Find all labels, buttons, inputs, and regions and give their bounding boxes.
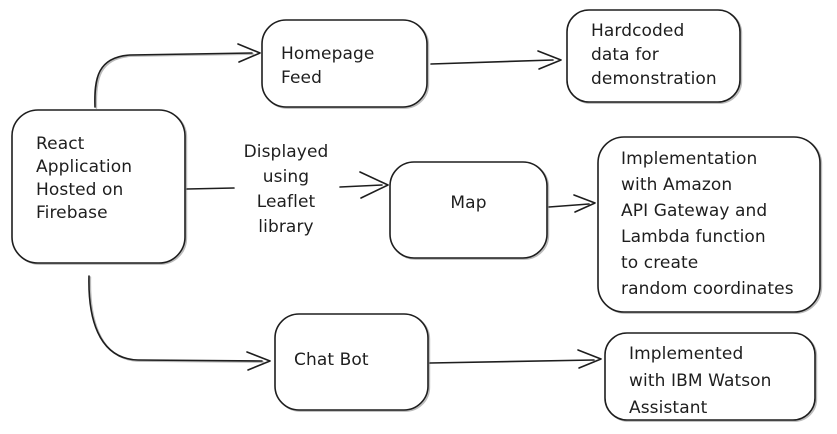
node-label-ibm-watson: Implemented with IBM Watson Assistant — [629, 344, 772, 418]
arrowhead-homepage-hardcoded — [537, 50, 562, 70]
node-label-map: Map — [450, 193, 487, 213]
node-box-hardcoded — [566, 9, 741, 103]
arrowhead-react-homepage — [237, 43, 261, 63]
node-box-implementation — [597, 136, 821, 313]
edge-react-homepage — [94, 52, 253, 108]
edge-react-map-right-segment — [339, 184, 383, 188]
arrowhead-react-chatbot — [246, 351, 271, 371]
edge-react-chatbot-ghost — [89, 276, 265, 363]
node-label-react-application: React Application Hosted on Firebase — [36, 134, 133, 223]
edge-react-homepage-ghost — [95, 53, 255, 109]
node-box-homepage — [261, 19, 428, 108]
arrowhead-map-implementation — [573, 194, 596, 213]
node-box-map — [389, 161, 548, 259]
edge-homepage-hardcoded — [430, 59, 554, 65]
edge-label-leaflet-library: Displayed using Leaflet library — [243, 142, 329, 237]
edge-react-chatbot — [88, 275, 263, 362]
node-label-homepage-feed: Homepage Feed — [281, 44, 375, 88]
node-box-react — [11, 109, 186, 264]
node-box-watson — [604, 332, 816, 421]
edge-react-map-left-segment — [186, 187, 235, 190]
arrowhead-react-map — [359, 171, 389, 199]
arrowhead-chatbot-watson — [577, 349, 602, 369]
node-box-chatbot — [274, 313, 429, 411]
node-label-hardcoded-data: Hardcoded data for demonstration — [591, 21, 717, 89]
edge-chatbot-watson — [429, 359, 595, 364]
node-label-chat-bot: Chat Bot — [294, 350, 369, 370]
edge-map-implementation — [548, 203, 590, 208]
node-label-implementation-aws: Implementation with Amazon API Gateway a… — [621, 149, 794, 299]
